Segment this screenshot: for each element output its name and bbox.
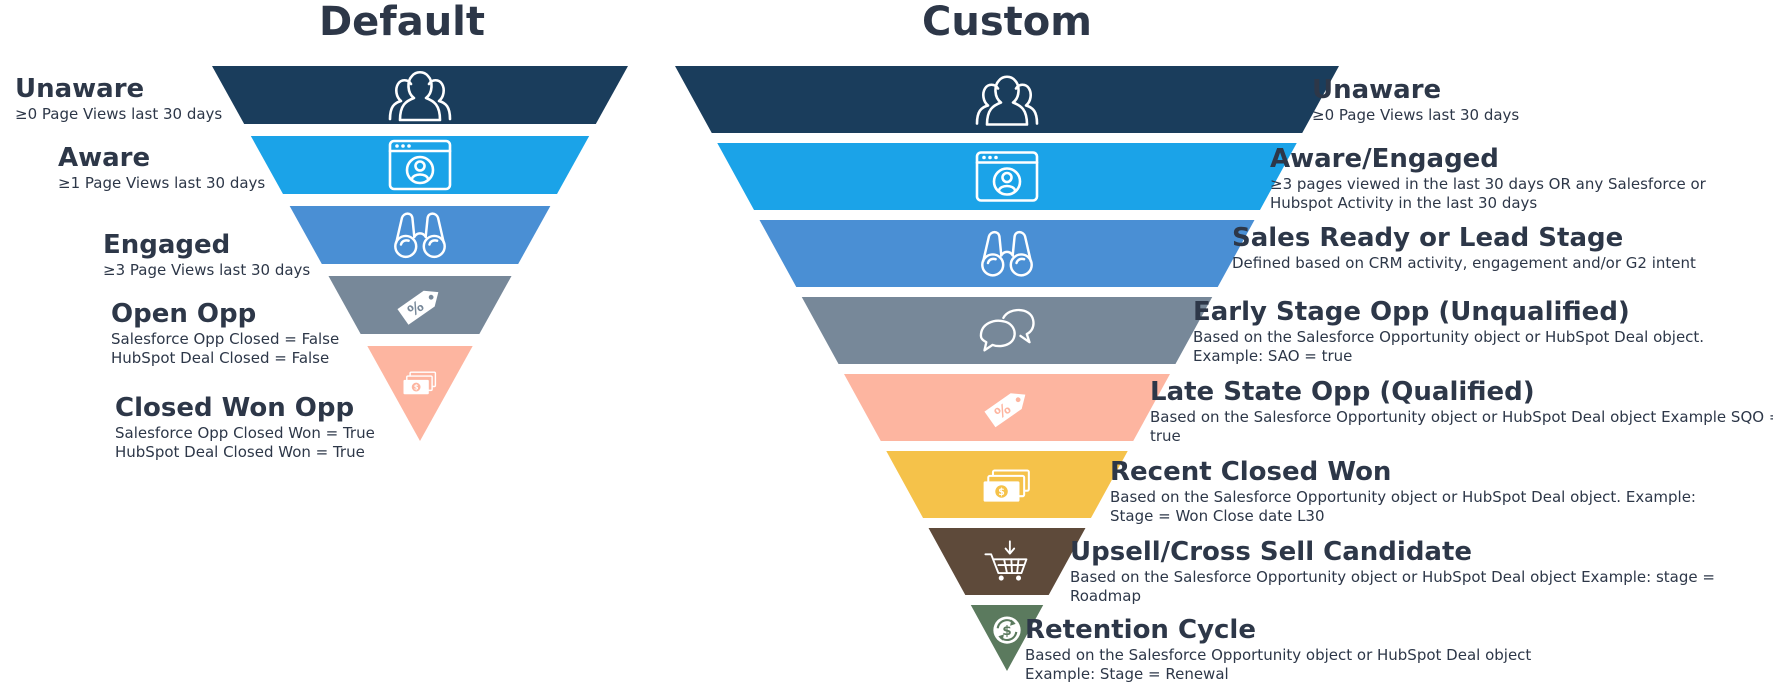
custom-stage-description-6-line-2: Stage = Won Close date L30 — [1110, 507, 1325, 525]
price-tag-icon: % — [984, 393, 1026, 428]
people-icon — [388, 70, 452, 122]
default-stage-description-1-line-1: ≥0 Page Views last 30 days — [15, 105, 222, 123]
custom-stage-description-4-line-2: Example: SAO = true — [1193, 347, 1352, 365]
browser-profile-icon — [388, 139, 452, 191]
default-stage-title-2: Aware — [58, 143, 150, 173]
default-heading: Default — [319, 0, 485, 45]
custom-stage-title-8: Retention Cycle — [1025, 615, 1256, 645]
custom-stage-band-4 — [801, 297, 1213, 364]
custom-stage-title-2: Aware/Engaged — [1270, 144, 1499, 174]
custom-stage-title-5: Late State Opp (Qualified) — [1150, 377, 1535, 407]
custom-stage-band-2 — [717, 143, 1297, 210]
default-stage-description-3-line-1: ≥3 Page Views last 30 days — [103, 261, 310, 279]
binoculars-icon — [981, 230, 1033, 277]
custom-stage-title-3: Sales Ready or Lead Stage — [1232, 223, 1623, 253]
custom-stage-description-8-line-2: Example: Stage = Renewal — [1025, 665, 1229, 683]
renewal-dollar-icon: $ — [993, 616, 1021, 644]
binoculars-icon — [394, 212, 446, 259]
custom-stage-title-6: Recent Closed Won — [1110, 457, 1391, 487]
browser-profile-icon — [975, 151, 1039, 202]
custom-stage-description-7-line-2: Roadmap — [1070, 587, 1141, 605]
custom-stage-band-7 — [928, 528, 1086, 595]
custom-stage-description-4-line-1: Based on the Salesforce Opportunity obje… — [1193, 328, 1704, 346]
default-stage-band-2 — [250, 136, 590, 194]
default-funnel: Unaware≥0 Page Views last 30 daysAware≥1… — [15, 66, 628, 461]
default-stage-description-4-line-2: HubSpot Deal Closed = False — [111, 349, 329, 367]
people-icon — [975, 75, 1039, 126]
custom-stage-band-3 — [759, 220, 1255, 287]
svg-text:$: $ — [998, 487, 1005, 498]
default-stage-description-5-line-2: HubSpot Deal Closed Won = True — [115, 443, 365, 461]
custom-heading: Custom — [922, 0, 1092, 45]
custom-stage-description-5-line-1: Based on the Salesforce Opportunity obje… — [1150, 408, 1773, 426]
custom-stage-band-1 — [675, 66, 1339, 133]
default-stage-title-3: Engaged — [103, 230, 230, 260]
price-tag-icon: % — [397, 290, 439, 325]
money-icon: $ — [403, 371, 437, 395]
default-stage-description-2-line-1: ≥1 Page Views last 30 days — [58, 174, 265, 192]
custom-funnel: Unaware≥0 Page Views last 30 daysAware/E… — [675, 66, 1773, 683]
default-stage-title-1: Unaware — [15, 74, 144, 104]
default-stage-description-5-line-1: Salesforce Opp Closed Won = True — [115, 424, 375, 442]
custom-stage-description-1-line-1: ≥0 Page Views last 30 days — [1312, 106, 1519, 124]
custom-stage-title-1: Unaware — [1312, 75, 1441, 105]
default-stage-title-5: Closed Won Opp — [115, 393, 354, 423]
custom-stage-description-5-line-2: true — [1150, 427, 1181, 445]
svg-text:$: $ — [414, 384, 419, 392]
shopping-cart-icon — [984, 540, 1028, 581]
custom-stage-description-2-line-1: ≥3 pages viewed in the last 30 days OR a… — [1270, 175, 1707, 193]
custom-stage-description-8-line-1: Based on the Salesforce Opportunity obje… — [1025, 646, 1531, 664]
money-icon: $ — [983, 469, 1030, 502]
svg-text:$: $ — [1002, 623, 1011, 639]
custom-stage-description-3-line-1: Defined based on CRM activity, engagemen… — [1232, 254, 1696, 272]
custom-stage-description-2-line-2: Hubspot Activity in the last 30 days — [1270, 194, 1537, 212]
custom-stage-title-4: Early Stage Opp (Unqualified) — [1193, 297, 1630, 327]
chat-bubbles-icon — [979, 308, 1035, 352]
default-stage-band-1 — [212, 66, 628, 124]
default-stage-band-3 — [289, 206, 551, 264]
default-stage-description-4-line-1: Salesforce Opp Closed = False — [111, 330, 339, 348]
custom-stage-description-7-line-1: Based on the Salesforce Opportunity obje… — [1070, 568, 1715, 586]
custom-stage-description-6-line-1: Based on the Salesforce Opportunity obje… — [1110, 488, 1696, 506]
custom-stage-title-7: Upsell/Cross Sell Candidate — [1070, 537, 1472, 567]
default-stage-title-4: Open Opp — [111, 299, 256, 329]
